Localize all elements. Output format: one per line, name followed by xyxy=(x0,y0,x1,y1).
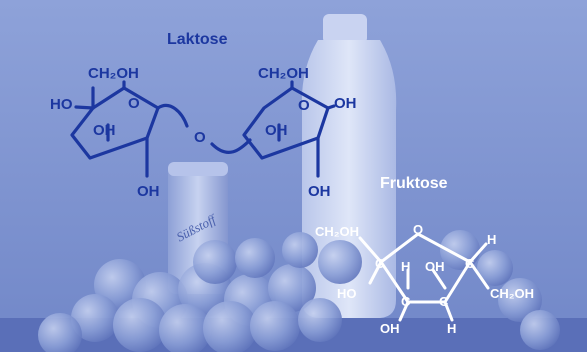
grape xyxy=(250,301,300,351)
lactose-title: Laktose xyxy=(167,31,228,48)
fructose-h-top-right: H xyxy=(487,232,496,247)
grape xyxy=(318,240,362,284)
grape xyxy=(159,304,211,352)
lactose-right-oh-bond xyxy=(326,104,336,110)
fructose-ring-o: O xyxy=(413,222,423,237)
lactose-left-ho: HO xyxy=(50,96,73,113)
lactose-right-ch2oh: CH₂OH xyxy=(258,65,309,82)
grape xyxy=(71,294,119,342)
lactose-glycosidic-bond-right xyxy=(210,138,252,154)
lactose-structure xyxy=(70,80,336,178)
grape xyxy=(193,240,237,284)
lactose-bridge-o: O xyxy=(194,129,206,146)
fructose-oh-bottom: OH xyxy=(380,321,400,336)
lactose-left-oh-inner: OH xyxy=(93,122,116,139)
grape xyxy=(38,313,82,352)
lactose-right-oh-inner: OH xyxy=(265,122,288,139)
fructose-ch2oh-left: CH₂OH xyxy=(315,224,359,239)
grape xyxy=(498,278,542,322)
grape xyxy=(235,238,275,278)
fructose-ch2oh-right-bond xyxy=(468,260,490,290)
grape xyxy=(298,298,342,342)
fructose-oh-bottom-bond xyxy=(398,300,410,322)
fructose-h-bottom-bond xyxy=(443,300,454,322)
grape-cluster xyxy=(38,230,560,352)
lactose-right-oh: OH xyxy=(334,95,357,112)
lactose-left-oh-bottom: OH xyxy=(137,183,160,200)
fructose-labels: Fruktose CH₂OH O H C H OH C HO C C CH₂OH… xyxy=(315,175,534,336)
lactose-right-oh-bottom: OH xyxy=(308,183,331,200)
fructose-title: Fruktose xyxy=(380,175,448,192)
fructose-c-bottom-left: C xyxy=(401,294,411,309)
fructose-c1: C xyxy=(375,256,385,271)
fructose-h-top-bond xyxy=(468,242,488,264)
lactose-glycosidic-bond-left xyxy=(156,103,189,128)
grape xyxy=(477,250,513,286)
fructose-ring xyxy=(379,232,472,304)
fructose-ch2oh-left-bond xyxy=(358,236,383,264)
grape xyxy=(520,310,560,350)
fructose-oh-mid: OH xyxy=(425,259,445,274)
lactose-left-ring-o: O xyxy=(128,95,140,112)
fructose-structure xyxy=(358,232,490,322)
fructose-h-mid: H xyxy=(401,259,410,274)
lactose-left-ho-bond xyxy=(74,105,95,110)
fructose-ho-bond xyxy=(368,260,383,285)
fructose-h-bottom: H xyxy=(447,321,456,336)
grape xyxy=(203,301,257,352)
fructose-oh-mid-bond xyxy=(431,268,447,290)
grape xyxy=(282,232,318,268)
grape xyxy=(268,264,316,312)
fructose-c-bottom-right: C xyxy=(439,294,449,309)
fructose-c-right: C xyxy=(465,256,475,271)
lactose-right-ring-o: O xyxy=(298,97,310,114)
lactose-labels: Laktose CH₂OH HO OH O OH O CH₂OH O OH OH… xyxy=(50,31,357,200)
grape xyxy=(113,298,167,352)
fructose-ho-left: HO xyxy=(337,286,357,301)
fructose-ch2oh-right: CH₂OH xyxy=(490,286,534,301)
lactose-left-ch2oh: CH₂OH xyxy=(88,65,139,82)
